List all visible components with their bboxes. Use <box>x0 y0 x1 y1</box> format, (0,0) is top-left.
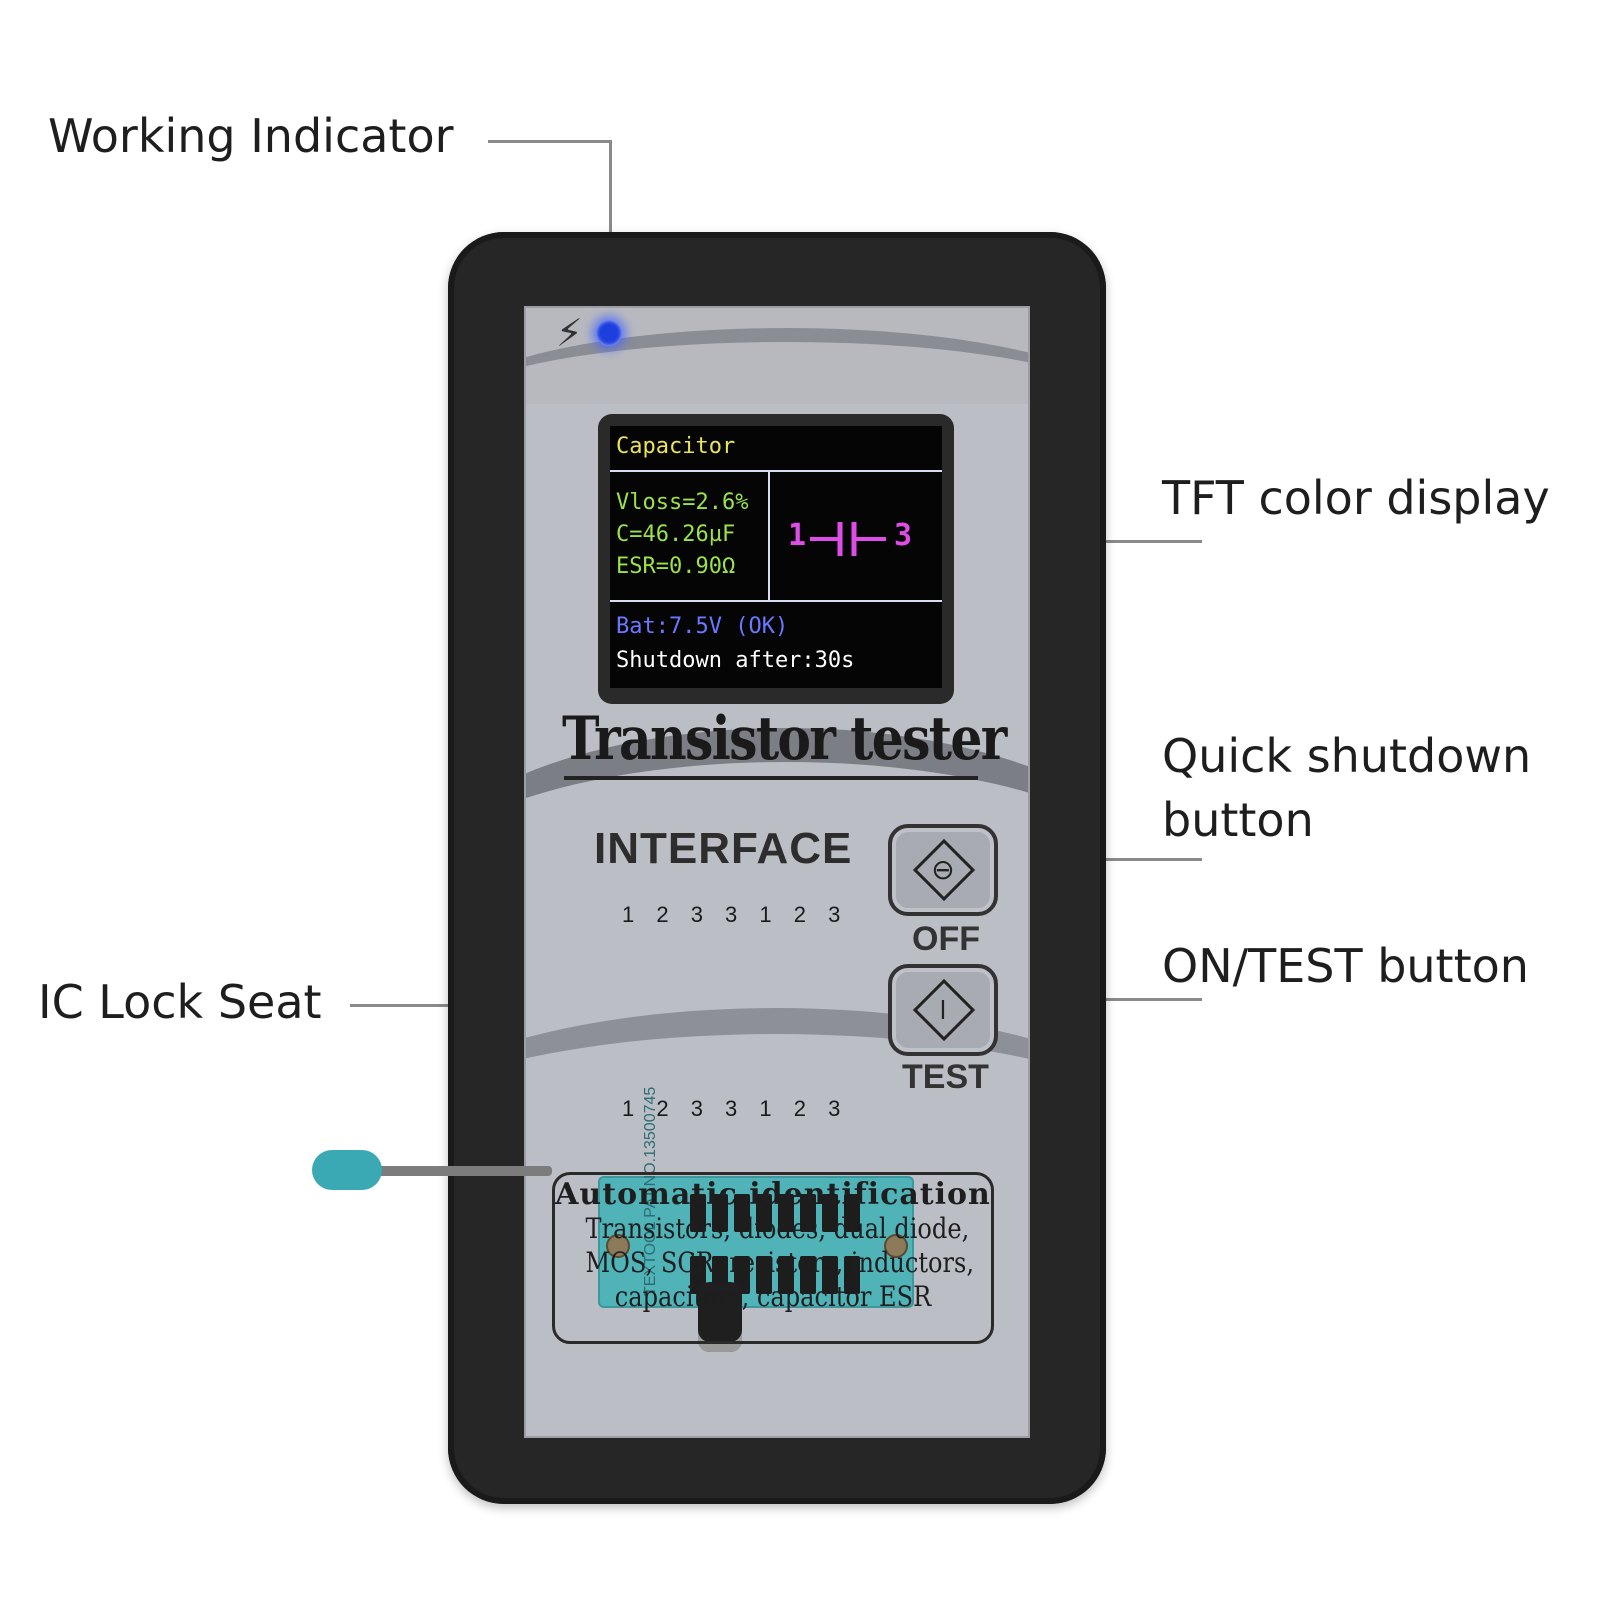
pin-numbers-bottom: 1 2 3 3 1 2 3 <box>622 1096 849 1121</box>
capacitor-symbol-icon <box>810 522 886 556</box>
leader-working-indicator <box>488 140 612 143</box>
socket-slot <box>756 1194 772 1232</box>
callout-ic-lock-seat: IC Lock Seat <box>38 975 322 1029</box>
callout-quick-shutdown-line1: Quick shutdown <box>1162 729 1532 783</box>
feature-box: Automatic identification Transistors, di… <box>552 1172 994 1344</box>
faceplate: ⚡︎ Capacitor Vloss=2.6% C=46.26µF ESR=0.… <box>524 306 1030 1438</box>
socket-slot <box>800 1256 816 1294</box>
callout-quick-shutdown: Quick shutdown button <box>1162 724 1582 852</box>
working-indicator-led <box>596 320 622 346</box>
socket-slot <box>844 1256 860 1294</box>
screen-title: Capacitor <box>616 434 736 459</box>
power-glyph-icon: ⏽ <box>931 993 955 1026</box>
tft-display-bezel: Capacitor Vloss=2.6% C=46.26µF ESR=0.90Ω… <box>598 414 954 704</box>
interface-label: INTERFACE <box>594 824 853 873</box>
callout-on-test: ON/TEST button <box>1162 939 1529 993</box>
screen-divider-top <box>610 470 942 472</box>
callout-quick-shutdown-line2: button <box>1162 793 1314 847</box>
screen-capacitance: C=46.26µF <box>616 522 736 547</box>
screen-shutdown-timer: Shutdown after:30s <box>616 648 855 673</box>
off-glyph-icon: ⊖ <box>931 853 955 886</box>
socket-slot <box>778 1256 794 1294</box>
quick-shutdown-button[interactable]: ⊖ <box>888 824 998 916</box>
screen-battery: Bat:7.5V (OK) <box>616 614 789 639</box>
screen-vloss: Vloss=2.6% <box>616 490 749 515</box>
feature-line-1: Transistors, diodes, dual diode, <box>585 1212 970 1245</box>
screen-esr: ESR=0.90Ω <box>616 554 736 579</box>
ic-lock-seat[interactable]: TEXTOOL PAT.NO.13500745 <box>598 1087 914 1308</box>
off-label: OFF <box>912 920 980 958</box>
socket-slot <box>800 1194 816 1232</box>
on-test-button[interactable]: ⏽ <box>888 964 998 1056</box>
screw-left-icon <box>606 1234 630 1258</box>
screen-pin-right: 3 <box>894 518 913 553</box>
socket-slot <box>734 1194 750 1232</box>
feature-title: Automatic identification <box>555 1177 991 1212</box>
socket-slot <box>756 1256 772 1294</box>
transistor-tester-device: ⚡︎ Capacitor Vloss=2.6% C=46.26µF ESR=0.… <box>312 232 1106 1504</box>
callout-working-indicator: Working Indicator <box>48 109 454 163</box>
socket-slot <box>822 1256 838 1294</box>
test-label: TEST <box>902 1058 989 1096</box>
socket-slot <box>844 1194 860 1232</box>
socket-lever-knob[interactable] <box>312 1150 382 1190</box>
socket-slot <box>690 1194 706 1232</box>
pin-numbers-top: 1 2 3 3 1 2 3 <box>622 902 849 927</box>
feature-line-3: capacitors, capacitor ESR <box>614 1280 932 1313</box>
socket-lever[interactable] <box>362 1166 552 1176</box>
callout-tft-display: TFT color display <box>1162 471 1550 525</box>
lightning-icon: ⚡︎ <box>556 311 583 355</box>
brand-label: Transistor tester <box>562 704 1007 774</box>
socket-slot <box>778 1194 794 1232</box>
tft-display: Capacitor Vloss=2.6% C=46.26µF ESR=0.90Ω… <box>610 426 942 688</box>
screen-divider-bottom <box>610 600 942 602</box>
feature-line-2: MOS, SCR, resistors, inductors, <box>585 1246 975 1279</box>
brand-underline <box>564 776 978 780</box>
socket-slot <box>822 1194 838 1232</box>
capacitor-component <box>698 1282 742 1352</box>
screw-right-icon <box>884 1234 908 1258</box>
screen-divider-vertical <box>768 470 770 600</box>
socket-slot <box>712 1194 728 1232</box>
screen-pin-left: 1 <box>788 518 807 553</box>
